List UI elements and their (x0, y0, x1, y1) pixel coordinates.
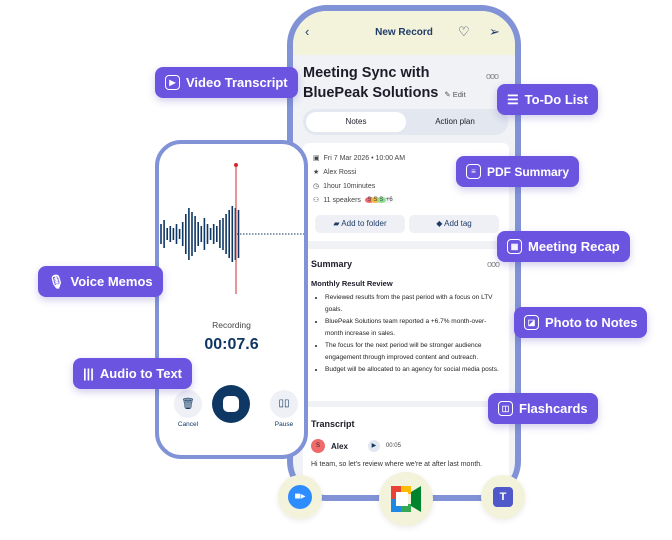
calendar-icon: ▦ (507, 239, 522, 254)
add-tag-button[interactable]: ◆ Add tag (409, 215, 499, 233)
label: Add tag (444, 219, 472, 228)
document-icon: ≡ (466, 164, 481, 179)
label: Add to folder (341, 219, 387, 228)
label: Photo to Notes (545, 315, 638, 330)
date-row: ▣Fri 7 Mar 2026 • 10:00 AM (313, 151, 499, 165)
feature-pdf-summary[interactable]: ≡ PDF Summary (456, 156, 580, 187)
send-icon[interactable]: ➢ (489, 24, 500, 39)
pause-icon: ▯▯ (278, 398, 290, 409)
feature-video-transcript[interactable]: ▶ Video Transcript (155, 67, 298, 98)
recording-status: Recording (212, 320, 251, 330)
more-icon[interactable]: ooo (486, 71, 499, 81)
edit-label: Edit (452, 90, 466, 99)
label: Audio to Text (99, 366, 183, 381)
video-icon: ▶ (165, 75, 180, 90)
recorder-phone: Recording 00:07.6 🗑 Cancel ▯▯ Pause (155, 140, 308, 459)
author-row: ★Alex Rossi (313, 165, 499, 179)
transcript-text: Hi team, so let's review where we're at … (311, 461, 483, 468)
clock-icon: ◷ (313, 183, 320, 190)
feature-voice-memos[interactable]: 🎙︎ Voice Memos (38, 266, 163, 297)
record-phone: ‹ New Record ♡ ➢ Meeting Sync with BlueP… (287, 5, 521, 501)
summary-card: Summary ooo Monthly Result Review Review… (303, 249, 509, 401)
record-title: Meeting Sync with BluePeak Solutions ✎ Ed… (303, 63, 473, 105)
duration: 1hour 10minutes (323, 182, 376, 190)
transcript-speaker: S Alex ▶ 00:05 (311, 439, 501, 453)
label: Flashcards (519, 401, 588, 416)
people-icon: ⚇ (313, 197, 320, 204)
summary-item: BluePeak Solutions team reported a +6.7%… (325, 316, 501, 340)
transcript-card: Transcript S Alex ▶ 00:05 Hi team, so le… (303, 407, 509, 495)
feature-audio-to-text[interactable]: ||| Audio to Text (73, 358, 193, 389)
label: PDF Summary (487, 164, 570, 179)
summary-item: The focus for the next period will be st… (325, 340, 501, 364)
avatar: S (376, 197, 386, 203)
pause-label: Pause (274, 421, 294, 428)
author: Alex Rossi (323, 168, 357, 176)
checklist-icon: ☰ (507, 91, 519, 107)
speakers-row: ⚇11 speakers S S S +6 (313, 193, 499, 207)
date: Fri 7 Mar 2026 • 10:00 AM (323, 154, 406, 162)
calendar-icon: ▣ (313, 155, 320, 162)
tabs: Notes Action plan (303, 109, 508, 135)
add-to-folder-button[interactable]: ▰ Add to folder (315, 215, 405, 233)
edit-button[interactable]: ✎ Edit (444, 90, 466, 99)
zoom-app-icon[interactable]: ■▸ (278, 475, 322, 519)
label: Video Transcript (186, 75, 288, 90)
heart-icon[interactable]: ♡ (458, 24, 470, 39)
summary-item: Reviewed results from the past period wi… (325, 292, 501, 316)
waveform (160, 163, 304, 294)
star-icon: ★ (313, 169, 320, 176)
avatar: S (311, 439, 325, 453)
tab-notes[interactable]: Notes (306, 112, 406, 132)
microphone-icon: 🎙︎ (48, 273, 65, 289)
play-icon[interactable]: ▶ (367, 440, 380, 452)
label: Voice Memos (70, 274, 153, 289)
summary-title: Summary (311, 259, 353, 269)
image-icon: ◪ (524, 315, 539, 330)
playhead-dot (234, 163, 238, 167)
stop-button[interactable] (212, 385, 250, 423)
google-meet-icon[interactable] (379, 472, 433, 526)
label: To-Do List (524, 92, 588, 107)
trash-icon: 🗑 (181, 398, 195, 410)
tab-action-plan[interactable]: Action plan (435, 117, 475, 126)
cancel-label: Cancel (177, 421, 199, 428)
microsoft-teams-icon[interactable]: T (481, 475, 525, 519)
header-title: New Record (375, 27, 433, 38)
feature-photo-to-notes[interactable]: ◪ Photo to Notes (514, 307, 648, 338)
speaker-name: Alex (331, 441, 348, 451)
back-icon[interactable]: ‹ (305, 24, 310, 39)
transcript-title: Transcript (311, 419, 355, 429)
label: Meeting Recap (528, 239, 620, 254)
speakers: 11 speakers (323, 196, 361, 204)
speaker-avatars: S S S +6 (364, 197, 393, 203)
stop-icon (223, 396, 239, 412)
record-header: ‹ New Record ♡ ➢ (293, 11, 515, 55)
pause-button[interactable]: ▯▯ (270, 390, 298, 418)
duration-row: ◷1hour 10minutes (313, 179, 499, 193)
feature-todo-list[interactable]: ☰ To-Do List (497, 84, 598, 115)
avatar: S (364, 197, 374, 203)
more-speakers: +6 (385, 197, 393, 203)
avatar: S (370, 197, 380, 203)
title-text: Meeting Sync with BluePeak Solutions (303, 65, 439, 101)
summary-more-icon[interactable]: ooo (486, 259, 500, 269)
recording-timer: 00:07.6 (204, 336, 259, 353)
feature-meeting-recap[interactable]: ▦ Meeting Recap (497, 231, 630, 262)
summary-list: Reviewed results from the past period wi… (311, 292, 501, 376)
audio-wave-icon: ||| (83, 366, 94, 381)
summary-heading: Monthly Result Review (311, 279, 393, 288)
feature-flashcards[interactable]: ◫ Flashcards (488, 393, 598, 424)
cancel-button[interactable]: 🗑 (174, 390, 202, 418)
summary-item: Budget will be allocated to an agency fo… (325, 364, 501, 376)
flashcards-icon: ◫ (498, 401, 513, 416)
timestamp: 00:05 (385, 443, 401, 449)
